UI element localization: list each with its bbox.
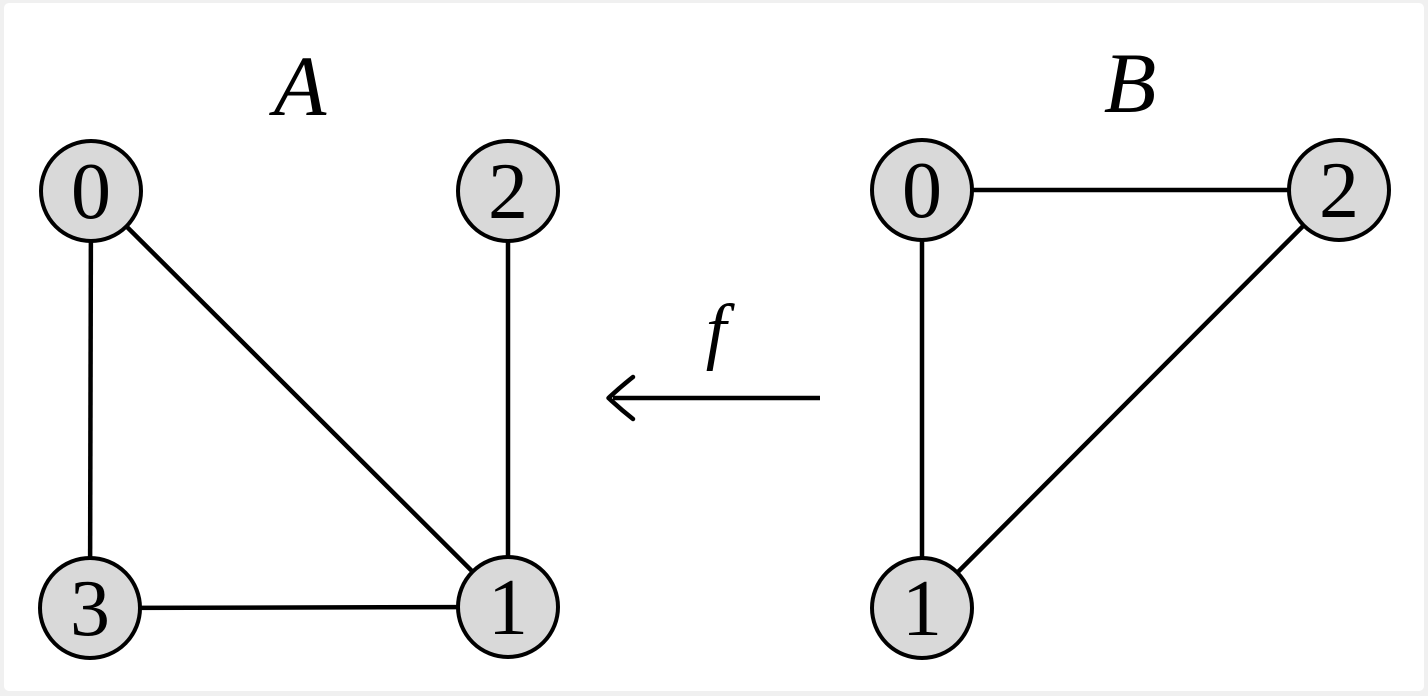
graph-a: A 0 2 3 1 xyxy=(38,38,560,660)
graph-a-node-1: 1 xyxy=(456,555,560,659)
graph-a-node-0: 0 xyxy=(39,139,143,243)
graph-a-node-1-label: 1 xyxy=(488,564,528,652)
graph-a-node-2-circle xyxy=(456,139,560,243)
graph-a-edge-0-3 xyxy=(87,190,94,609)
graph-b-node-0-label: 0 xyxy=(902,147,942,235)
graph-b-node-2: 2 xyxy=(1287,138,1391,242)
graph-a-node-3: 3 xyxy=(38,556,142,660)
canvas-background xyxy=(4,3,1424,691)
graph-a-title: A xyxy=(269,38,327,134)
left-arrowhead-icon xyxy=(606,374,636,422)
graph-a-node-0-circle xyxy=(39,139,143,243)
graph-b-node-1-circle xyxy=(870,556,974,660)
graph-a-node-0-label: 0 xyxy=(71,148,111,236)
graph-b-node-2-circle xyxy=(1287,138,1391,242)
graph-a-node-3-label: 3 xyxy=(70,565,110,653)
graph-a-edge-0-1 xyxy=(89,189,510,609)
graph-a-node-1-circle xyxy=(456,555,560,659)
graph-b-node-2-label: 2 xyxy=(1319,147,1359,235)
graph-b-node-1: 1 xyxy=(870,556,974,660)
graph-a-node-3-circle xyxy=(38,556,142,660)
graph-a-edge-3-1 xyxy=(89,604,509,611)
graph-a-node-2-label: 2 xyxy=(488,148,528,236)
graph-b-node-0: 0 xyxy=(870,138,974,242)
graph-a-node-2: 2 xyxy=(456,139,560,243)
graph-b-edge-2-1 xyxy=(920,188,1341,610)
graph-b-node-1-label: 1 xyxy=(902,565,942,653)
graph-b-title: B xyxy=(1104,35,1157,131)
graph-b: B 0 2 1 xyxy=(870,35,1391,660)
graph-b-node-0-circle xyxy=(870,138,974,242)
